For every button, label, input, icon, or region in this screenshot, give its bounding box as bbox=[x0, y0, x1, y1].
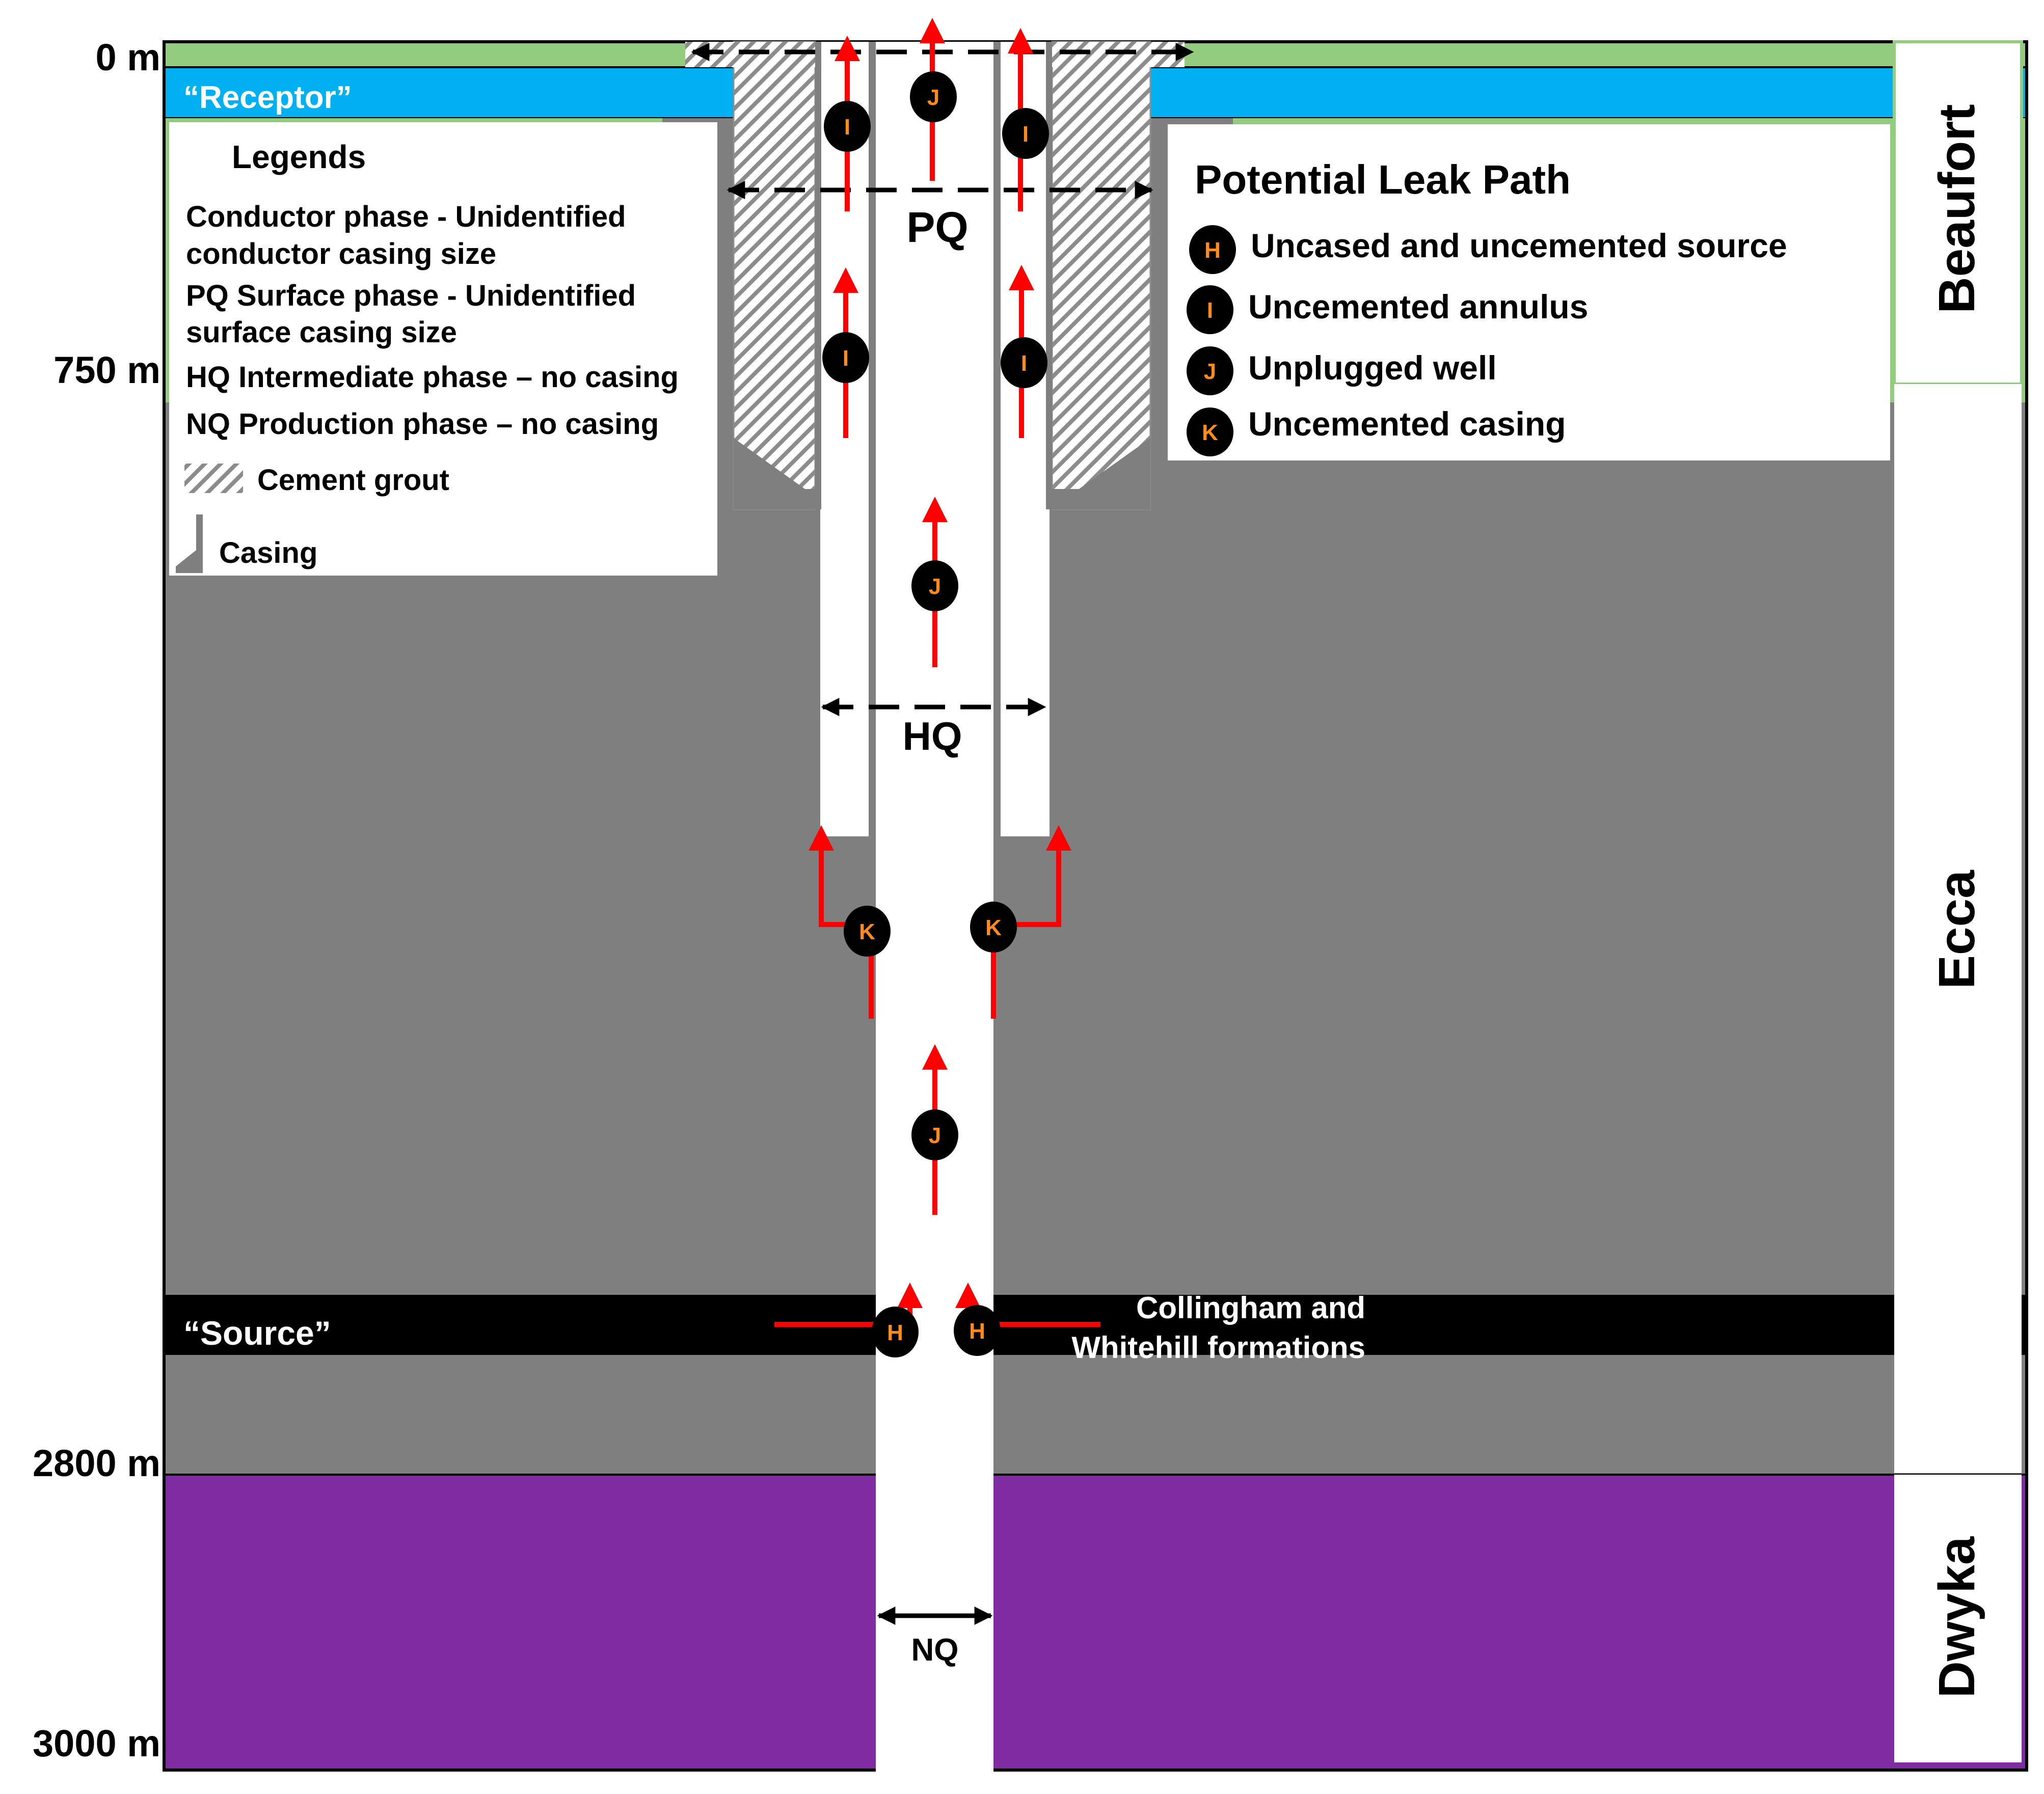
svg-text:J: J bbox=[929, 1123, 941, 1148]
formation-box-dwyka bbox=[1894, 1475, 2022, 1762]
ecca-lower-rock bbox=[164, 1355, 2027, 1475]
leak-legend-label-h: Uncased and uncemented source bbox=[1251, 227, 1787, 264]
formation-column: Beaufort Ecca Dwyka bbox=[1893, 40, 2023, 1762]
formation-dwyka: Dwyka bbox=[1928, 1536, 1985, 1698]
receptor-label: “Receptor” bbox=[183, 80, 352, 115]
cement-grout-right bbox=[1051, 41, 1151, 510]
svg-text:I: I bbox=[844, 115, 850, 140]
pq-casing-wall-left bbox=[815, 42, 821, 509]
leak-legend-label-i: Uncemented annulus bbox=[1248, 288, 1588, 325]
svg-text:I: I bbox=[843, 346, 849, 371]
legend-conductor-line1: Conductor phase - Unidentified bbox=[186, 200, 626, 233]
marker-j-low: J bbox=[911, 1109, 958, 1160]
legend-casing: Casing bbox=[219, 536, 317, 569]
inner-casing-shoe-left bbox=[825, 836, 869, 917]
formation-ecca: Ecca bbox=[1928, 869, 1985, 989]
nq-hole bbox=[876, 835, 993, 1773]
svg-text:J: J bbox=[927, 85, 939, 110]
leak-path-legend: Potential Leak Path H Uncased and unceme… bbox=[1168, 124, 1890, 460]
svg-text:H: H bbox=[1204, 238, 1221, 263]
legend-panel: Legends Conductor phase - Unidentified c… bbox=[169, 122, 717, 576]
legend-pq-line2: surface casing size bbox=[186, 316, 457, 349]
leak-legend-marker-k bbox=[1187, 407, 1233, 456]
phase-nq-label: NQ bbox=[911, 1633, 959, 1668]
casing-swatch-icon bbox=[176, 514, 203, 573]
svg-text:I: I bbox=[1023, 122, 1029, 147]
leak-legend-marker-i bbox=[1187, 285, 1233, 334]
conductor-casing-shoe-left bbox=[734, 438, 815, 509]
marker-h-left: H bbox=[872, 1307, 919, 1357]
marker-j-mid: J bbox=[911, 560, 958, 611]
marker-i-top-left: I bbox=[824, 101, 871, 152]
svg-text:K: K bbox=[1202, 420, 1218, 445]
marker-h-right: H bbox=[954, 1305, 1001, 1356]
legend-pq-line1: PQ Surface phase - Unidentified bbox=[186, 279, 636, 312]
inner-casing-right bbox=[993, 42, 1001, 836]
legend-cement: Cement grout bbox=[257, 464, 449, 497]
cement-swatch bbox=[184, 464, 243, 493]
leak-markers: J I I I I J K K J H H bbox=[822, 71, 1049, 1357]
svg-text:I: I bbox=[1021, 351, 1027, 376]
marker-j-top: J bbox=[910, 71, 957, 122]
svg-text:H: H bbox=[887, 1320, 903, 1345]
svg-text:J: J bbox=[1204, 359, 1216, 384]
svg-text:K: K bbox=[859, 919, 875, 944]
legend-hq: HQ Intermediate phase – no casing bbox=[186, 361, 679, 394]
svg-text:H: H bbox=[969, 1319, 985, 1344]
marker-i-top-right: I bbox=[1002, 108, 1049, 159]
phase-pq-label: PQ bbox=[906, 203, 968, 251]
formation-box-ecca bbox=[1894, 384, 2022, 1473]
source-formation-line2: Whitehill formations bbox=[1071, 1330, 1365, 1365]
depth-axis: 0 m 750 m 2800 m 3000 m bbox=[33, 36, 160, 1764]
leak-legend-marker-h bbox=[1189, 225, 1236, 274]
formation-box-beaufort bbox=[1893, 40, 2023, 386]
dwyka-layer bbox=[164, 1475, 2027, 1770]
leak-legend-label-j: Unplugged well bbox=[1248, 349, 1497, 387]
marker-i-mid-left: I bbox=[822, 332, 869, 383]
marker-i-mid-right: I bbox=[1001, 337, 1047, 388]
pq-casing-wall-right bbox=[1046, 42, 1052, 509]
formation-beaufort: Beaufort bbox=[1928, 104, 1985, 313]
source-label: “Source” bbox=[183, 1314, 331, 1352]
marker-k-left: K bbox=[844, 906, 891, 957]
depth-label-750: 750 m bbox=[53, 349, 160, 391]
legend-nq: NQ Production phase – no casing bbox=[186, 407, 659, 441]
cement-grout-left bbox=[733, 41, 816, 510]
conductor-casing-shoe-right bbox=[1052, 438, 1150, 509]
leak-legend-box bbox=[1168, 124, 1890, 460]
svg-text:I: I bbox=[1207, 298, 1213, 323]
source-formation-line1: Collingham and bbox=[1136, 1291, 1365, 1325]
phase-dimensions: PQ HQ NQ bbox=[691, 43, 1194, 1668]
leak-legend-title: Potential Leak Path bbox=[1195, 157, 1571, 202]
legend-title: Legends bbox=[232, 139, 366, 175]
leak-legend-label-k: Uncemented casing bbox=[1248, 405, 1566, 443]
depth-label-2800: 2800 m bbox=[33, 1442, 160, 1484]
phase-hq-label: HQ bbox=[903, 714, 962, 758]
svg-text:J: J bbox=[929, 574, 941, 599]
inner-casing-left bbox=[869, 42, 876, 836]
legend-conductor-line2: conductor casing size bbox=[186, 237, 496, 270]
inner-casing-shoe-right bbox=[1001, 836, 1044, 917]
marker-k-right: K bbox=[970, 902, 1017, 953]
depth-label-0: 0 m bbox=[95, 36, 160, 78]
legend-box bbox=[169, 122, 717, 576]
leak-arrow-k-right bbox=[991, 825, 1071, 1019]
leak-legend-marker-j bbox=[1187, 346, 1233, 395]
svg-text:K: K bbox=[985, 915, 1002, 940]
depth-label-3000: 3000 m bbox=[33, 1722, 160, 1764]
